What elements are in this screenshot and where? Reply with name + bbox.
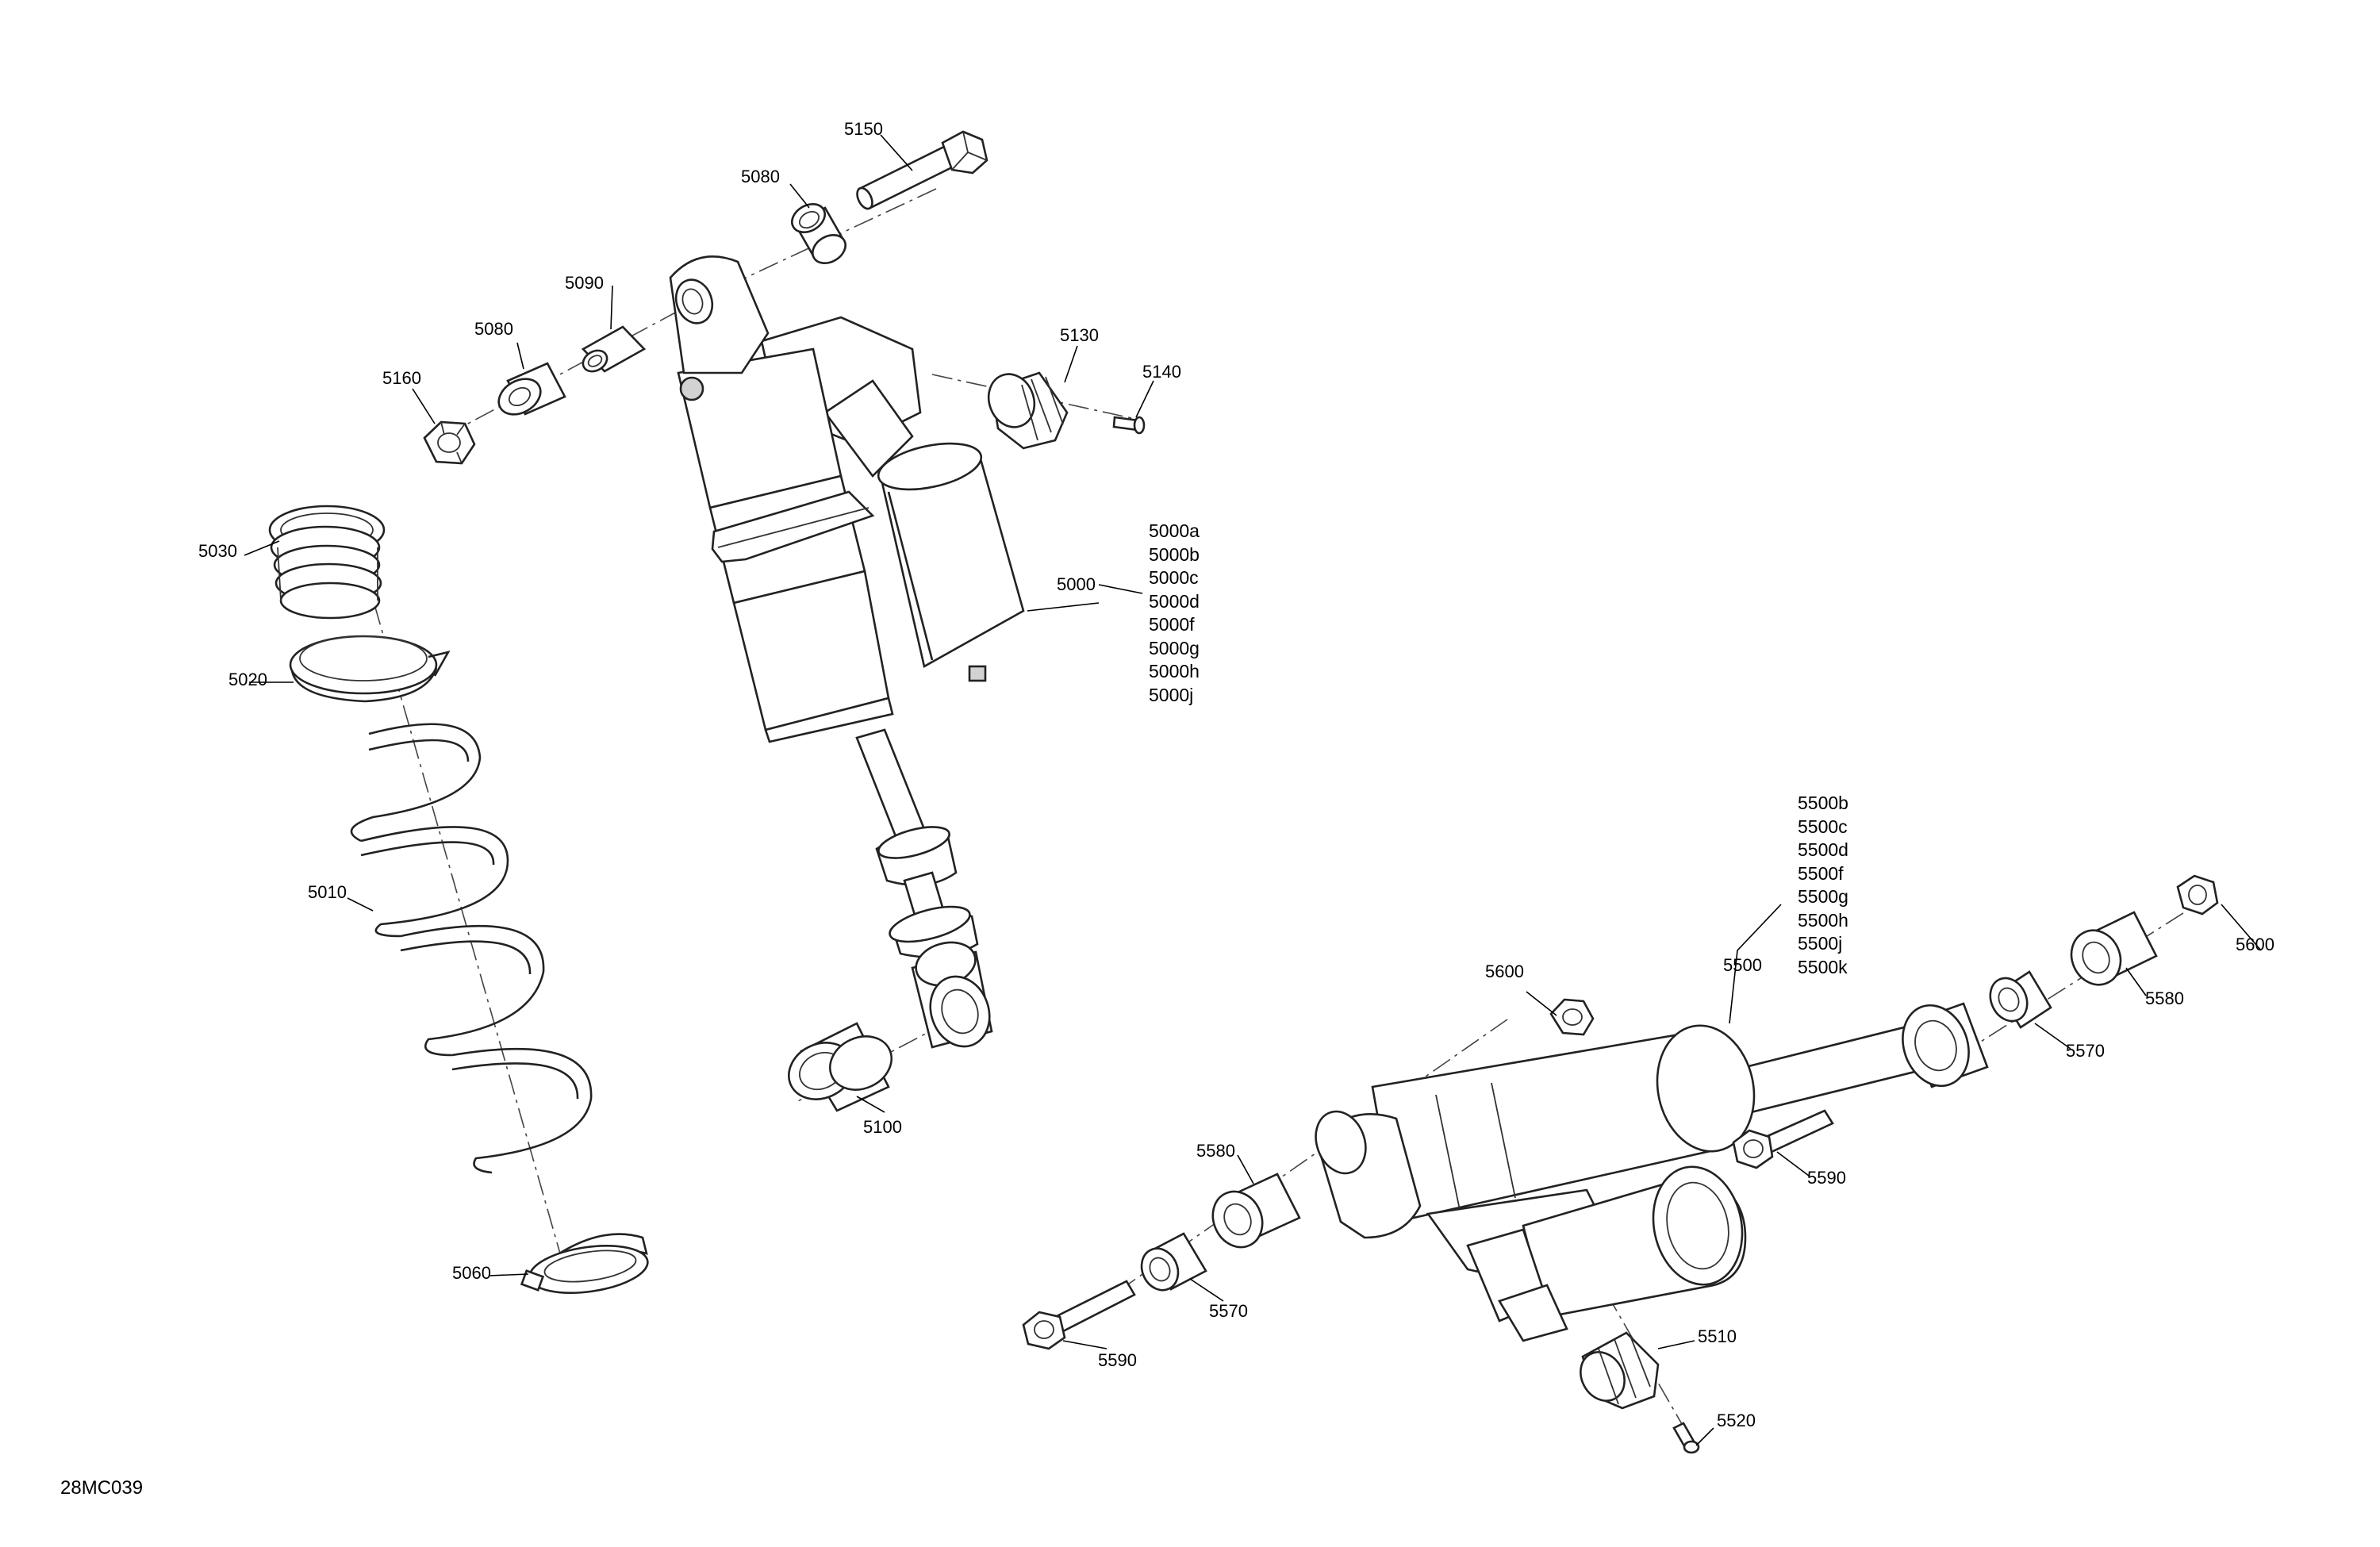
variant-5000-item: 5000g bbox=[1149, 637, 1200, 658]
bolt-5590-right bbox=[1732, 1109, 1834, 1169]
variant-5500-item: 5500g bbox=[1798, 886, 1848, 907]
label-5010: 5010 bbox=[308, 882, 347, 902]
variant-5500-item: 5500j bbox=[1798, 933, 1843, 954]
label-5160: 5160 bbox=[382, 368, 421, 388]
nut-5160 bbox=[423, 420, 476, 465]
bushing-5580-left bbox=[1211, 1173, 1301, 1249]
variant-5500-item: 5500d bbox=[1798, 839, 1848, 860]
variant-5000-item: 5000c bbox=[1149, 567, 1199, 588]
label-5100: 5100 bbox=[863, 1117, 902, 1137]
nut-5600-left bbox=[1549, 998, 1595, 1036]
label-5000: 5000 bbox=[1057, 574, 1096, 594]
variant-5500-item: 5500k bbox=[1798, 956, 1848, 977]
variant-5000-item: 5000f bbox=[1149, 614, 1195, 635]
variant-5000-item: 5000b bbox=[1149, 543, 1200, 565]
clip-5060 bbox=[520, 1233, 649, 1294]
nut-5600-right bbox=[2176, 874, 2219, 916]
knob-5510 bbox=[1580, 1331, 1660, 1410]
variant-5000-item: 5000d bbox=[1149, 590, 1200, 612]
knob-5130 bbox=[987, 371, 1069, 450]
variant-list-5000: 5000a 5000b 5000c 5000d 5000f 5000g 5000… bbox=[1149, 520, 1200, 707]
bushing-5080-top bbox=[791, 203, 846, 264]
label-5080-top: 5080 bbox=[741, 167, 780, 186]
label-5020: 5020 bbox=[228, 670, 267, 689]
screw-5520 bbox=[1672, 1422, 1700, 1454]
label-5580-left: 5580 bbox=[1196, 1141, 1235, 1161]
variant-5000-item: 5000a bbox=[1149, 520, 1200, 541]
label-5580-right: 5580 bbox=[2145, 988, 2184, 1008]
shock-5000 bbox=[669, 255, 1025, 1049]
label-5500: 5500 bbox=[1723, 955, 1762, 975]
leader-lines bbox=[244, 134, 2262, 1446]
variant-5000-item: 5000h bbox=[1149, 661, 1200, 681]
bushing-5100 bbox=[788, 1022, 892, 1112]
bushing-5580-right bbox=[2070, 911, 2158, 986]
label-5510: 5510 bbox=[1698, 1326, 1737, 1346]
label-5570-right: 5570 bbox=[2066, 1041, 2105, 1061]
variant-5500-item: 5500f bbox=[1798, 862, 1844, 884]
label-5080-left: 5080 bbox=[474, 319, 513, 339]
label-5090: 5090 bbox=[565, 273, 604, 293]
label-5590-left: 5590 bbox=[1098, 1350, 1137, 1370]
bolt-5150 bbox=[856, 130, 988, 210]
variant-5500-item: 5500h bbox=[1798, 909, 1848, 931]
label-5150: 5150 bbox=[844, 119, 883, 139]
sleeve-5570-right bbox=[1989, 970, 2052, 1029]
variant-5500-item: 5500b bbox=[1798, 793, 1848, 813]
sleeve-5570-left bbox=[1140, 1232, 1207, 1292]
shock-5500 bbox=[1315, 1002, 1989, 1342]
variant-5000-item: 5000j bbox=[1149, 684, 1194, 705]
label-5600-left: 5600 bbox=[1485, 962, 1524, 981]
variant-5500-item: 5500c bbox=[1798, 816, 1848, 837]
drawing-code: 28MC039 bbox=[60, 1477, 144, 1499]
bolt-5590-left bbox=[1022, 1280, 1136, 1350]
label-5140: 5140 bbox=[1142, 362, 1181, 382]
label-5060: 5060 bbox=[452, 1263, 491, 1283]
main-spring-5010 bbox=[350, 723, 593, 1174]
variant-list-5500: 5500b 5500c 5500d 5500f 5500g 5500h 5500… bbox=[1798, 792, 1848, 979]
label-5520: 5520 bbox=[1717, 1411, 1756, 1430]
label-5030: 5030 bbox=[198, 541, 237, 561]
label-5590-right: 5590 bbox=[1807, 1168, 1846, 1188]
sleeve-5090 bbox=[581, 325, 647, 373]
screw-5140 bbox=[1112, 416, 1146, 435]
label-5600-right: 5600 bbox=[2236, 935, 2274, 954]
spring-stack-5030 bbox=[268, 505, 386, 620]
ring-5020 bbox=[289, 635, 451, 703]
label-5130: 5130 bbox=[1060, 325, 1099, 345]
label-5570-left: 5570 bbox=[1209, 1301, 1248, 1321]
bushing-5080-left bbox=[497, 362, 566, 416]
